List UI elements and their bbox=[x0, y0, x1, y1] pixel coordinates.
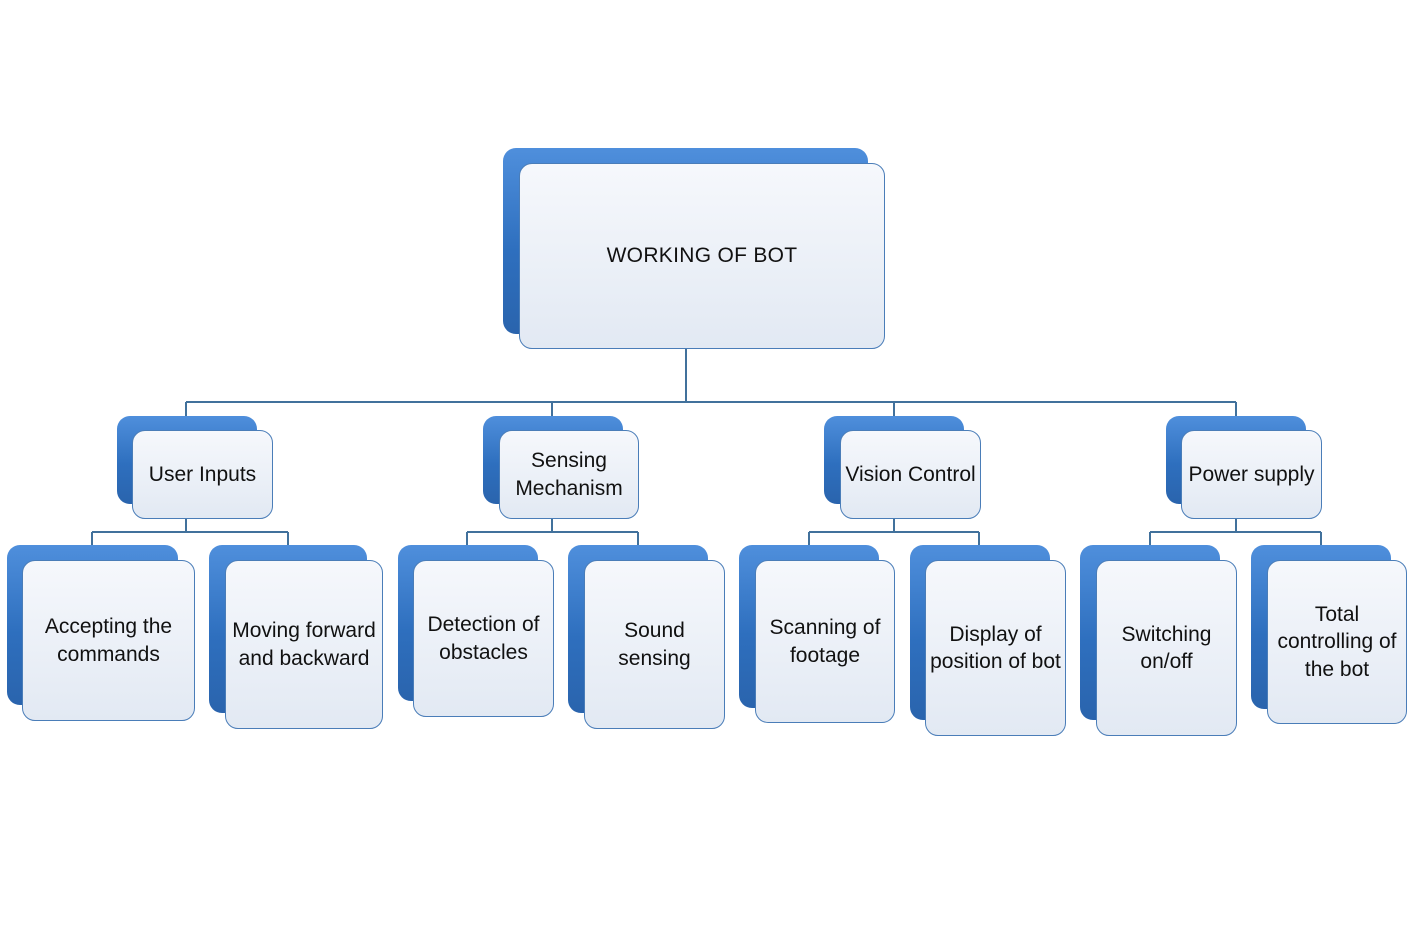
leaf-node-label: Display of position of bot bbox=[930, 622, 1061, 673]
branch-node-box: Sensing Mechanism bbox=[499, 430, 639, 519]
branch-node-box: Power supply bbox=[1181, 430, 1322, 519]
leaf-node-box: Moving forward and backward bbox=[225, 560, 383, 729]
leaf-node-box: Switching on/off bbox=[1096, 560, 1237, 736]
leaf-node-box: Scanning of footage bbox=[755, 560, 895, 723]
branch-node-label: Vision Control bbox=[845, 462, 976, 486]
root-node-label: WORKING OF BOT bbox=[606, 244, 798, 268]
leaf-node-box: Detection of obstacles bbox=[413, 560, 554, 717]
leaf-node-label: Detection of obstacles bbox=[427, 613, 540, 664]
leaf-node-label: Sound sensing bbox=[618, 619, 691, 670]
branch-node-box: Vision Control bbox=[840, 430, 981, 519]
leaf-node-label: Total controlling of the bot bbox=[1277, 603, 1397, 681]
leaf-node-box: Display of position of bot bbox=[925, 560, 1066, 736]
branch-node-label: Sensing Mechanism bbox=[515, 449, 623, 500]
branch-node-label: User Inputs bbox=[148, 462, 257, 486]
leaf-node-box: Sound sensing bbox=[584, 560, 725, 729]
leaf-node-box: Total controlling of the bot bbox=[1267, 560, 1407, 724]
leaf-node-label: Accepting the commands bbox=[44, 615, 173, 666]
leaf-node-label: Moving forward and backward bbox=[232, 619, 376, 670]
branch-node-label: Power supply bbox=[1188, 462, 1315, 486]
branch-node-box: User Inputs bbox=[132, 430, 273, 519]
root-node-box: WORKING OF BOT bbox=[519, 163, 885, 349]
leaf-node-box: Accepting the commands bbox=[22, 560, 195, 721]
leaf-node-label: Switching on/off bbox=[1121, 622, 1212, 673]
leaf-node-label: Scanning of footage bbox=[769, 616, 881, 667]
